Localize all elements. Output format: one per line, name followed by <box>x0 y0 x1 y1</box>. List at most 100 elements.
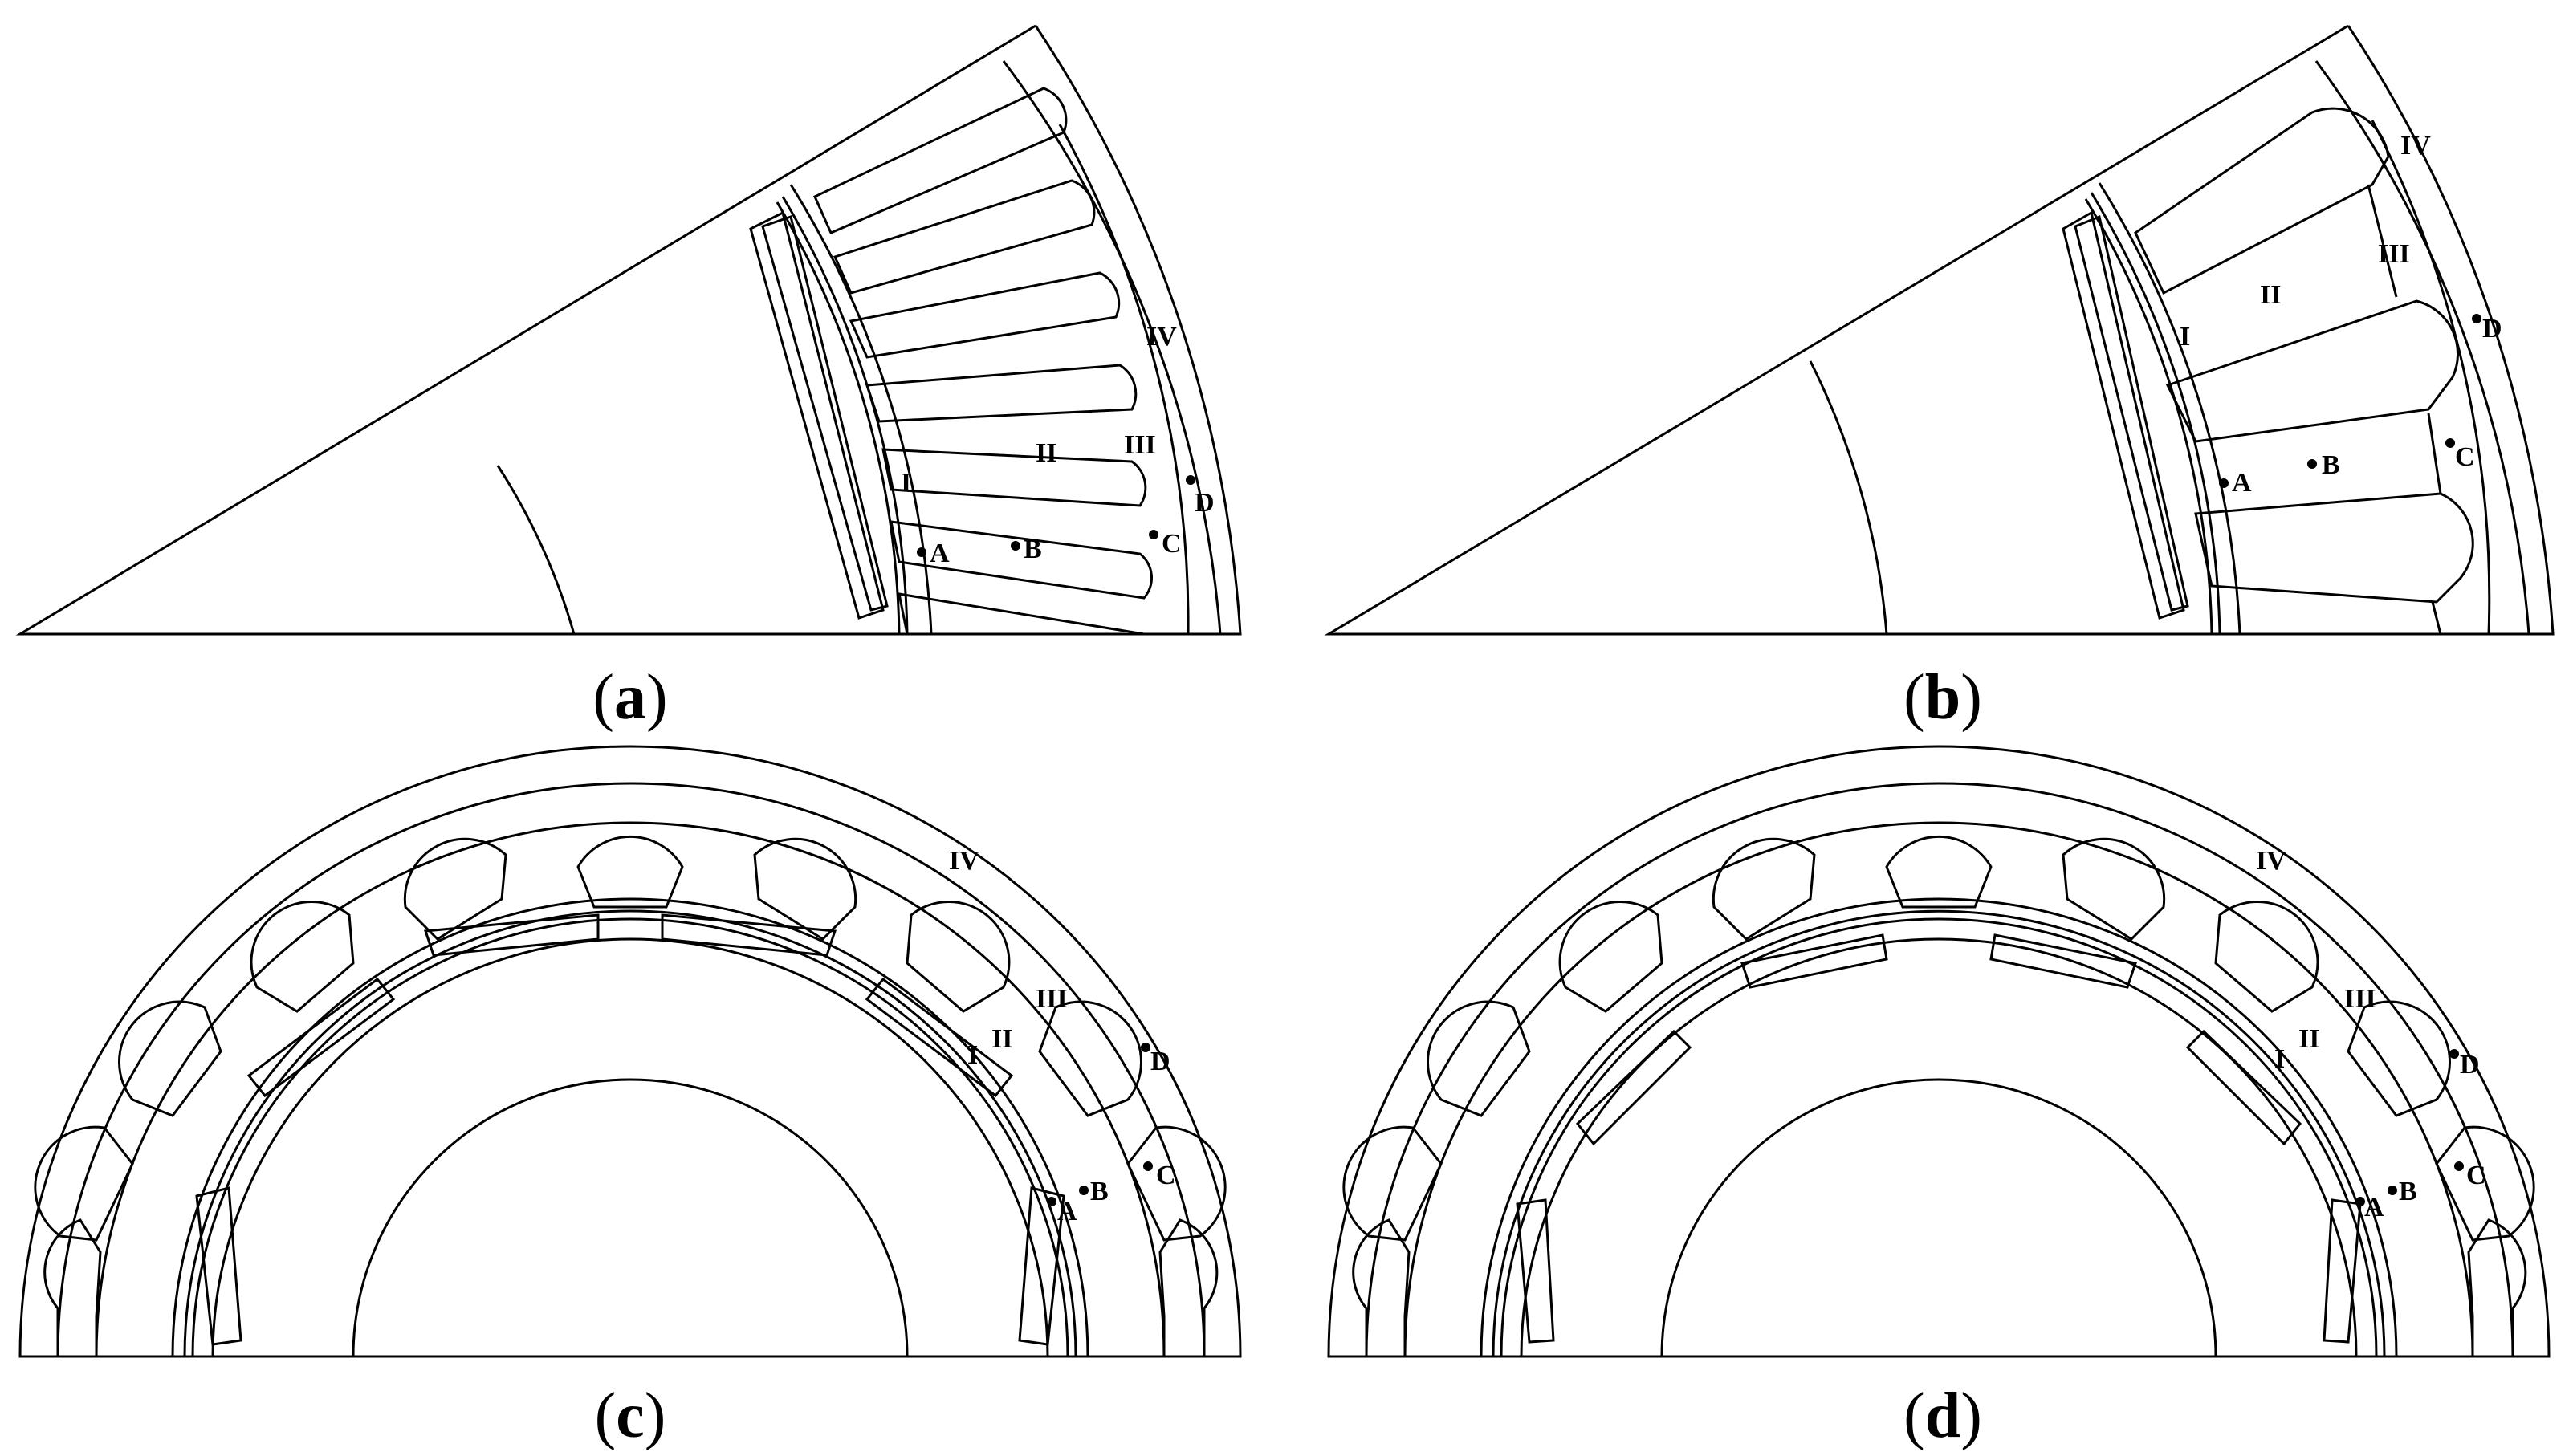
stator-arc-inner <box>2314 60 2530 635</box>
tooth <box>1158 1218 1219 1356</box>
airgap-2 <box>1500 917 2378 1357</box>
slot <box>2134 107 2390 295</box>
tooth <box>1712 837 1816 941</box>
point-label-c: C <box>2466 1161 2486 1190</box>
magnet <box>2323 1198 2362 1344</box>
tooth <box>1126 1125 1227 1242</box>
point-label-c: C <box>1162 529 1182 559</box>
tooth <box>2347 1000 2452 1117</box>
slot-tooth-line <box>2367 184 2398 298</box>
region-label-ii: II <box>2260 280 2281 310</box>
region-label-iii: III <box>2378 239 2410 269</box>
tooth <box>43 1218 102 1356</box>
shaft <box>352 1078 909 1357</box>
point-markers <box>1047 1043 1153 1206</box>
slot-tooth-line <box>2431 601 2442 635</box>
stator-arc-slot-bottom <box>2371 120 2491 635</box>
point-markers <box>2219 314 2481 488</box>
region-label-i: I <box>901 468 911 498</box>
point-label-a: A <box>2232 468 2252 498</box>
stator-arc-bore <box>2098 182 2241 635</box>
region-label-ii: II <box>2298 1024 2319 1054</box>
region-label-iv: IV <box>2400 131 2431 161</box>
tooth <box>2214 900 2319 1013</box>
teeth <box>34 835 1227 1356</box>
region-label-iii: III <box>2344 984 2376 1014</box>
rotor-outer <box>211 937 1049 1357</box>
tooth <box>34 1125 134 1242</box>
point-c-marker <box>2454 1161 2464 1171</box>
tooth <box>403 837 507 941</box>
point-label-c: C <box>1156 1161 1176 1190</box>
point-d-marker <box>2472 314 2481 323</box>
panel-a-caption: (a) <box>592 662 667 733</box>
frame-outer <box>18 745 1242 1358</box>
point-d-marker <box>2449 1049 2459 1059</box>
point-d-marker <box>1186 475 1195 485</box>
slot <box>2194 492 2474 604</box>
slot-tooth-line <box>2427 413 2442 494</box>
tooth <box>1558 900 1663 1013</box>
panel-d-caption: (d) <box>1903 1381 1982 1451</box>
panel-c-caption: (c) <box>595 1381 666 1451</box>
tooth <box>2435 1125 2535 1242</box>
stator-arc-bore <box>789 184 933 635</box>
shaft-arc <box>1809 360 1888 635</box>
point-b-marker <box>1079 1186 1089 1195</box>
airgap-2 <box>191 917 1069 1357</box>
tooth <box>2062 837 2166 941</box>
region-label-i: I <box>2180 322 2190 352</box>
panel-b <box>1324 24 2555 636</box>
stator-outer <box>56 782 1206 1357</box>
panel-a <box>15 24 1242 636</box>
tooth <box>753 837 857 941</box>
magnet <box>1516 1198 1555 1344</box>
shaft-arc <box>496 465 576 635</box>
stator-bore <box>171 897 1089 1357</box>
point-label-d: D <box>2460 1050 2480 1080</box>
tooth <box>906 900 1011 1013</box>
magnet <box>1575 1029 1692 1146</box>
point-label-b: B <box>1090 1177 1109 1206</box>
region-label-ii: II <box>991 1024 1012 1054</box>
point-label-d: D <box>2482 314 2502 344</box>
magnet <box>2185 1029 2302 1146</box>
magnet <box>423 913 600 957</box>
tooth <box>250 900 355 1013</box>
stator-arc-inner <box>1002 60 1222 635</box>
point-a-marker <box>2219 478 2229 488</box>
slot <box>849 271 1121 359</box>
panel-d <box>1327 745 2551 1358</box>
point-a-marker <box>917 547 926 557</box>
tooth <box>1426 1000 1531 1117</box>
magnet-pocket <box>761 215 889 612</box>
stator-outer <box>1365 782 2514 1357</box>
slot <box>898 592 1145 636</box>
magnet <box>195 1186 242 1346</box>
sector-outline <box>15 24 1242 636</box>
point-label-d: D <box>1195 488 1215 518</box>
stator-arc-slot-bottom <box>1058 124 1190 635</box>
region-label-iv: IV <box>1146 322 1177 352</box>
point-c-marker <box>2445 438 2455 448</box>
point-label-b: B <box>2399 1177 2417 1206</box>
point-d-marker <box>1141 1043 1150 1052</box>
point-markers <box>2355 1049 2464 1206</box>
slots <box>2134 107 2474 635</box>
tooth <box>2467 1218 2527 1356</box>
panel-a-labels: I II III IV A B C D (a) <box>592 322 1214 733</box>
airgap-arc-2 <box>2084 198 2213 635</box>
point-b-marker <box>2388 1186 2397 1195</box>
point-label-a: A <box>1057 1197 1077 1226</box>
tooth <box>1342 1125 1443 1242</box>
slot <box>865 364 1138 423</box>
region-label-i: I <box>967 1040 978 1070</box>
magnets <box>195 913 1065 1346</box>
airgap-1 <box>1492 909 2386 1357</box>
region-label-ii: II <box>1036 438 1056 468</box>
magnet <box>246 977 396 1098</box>
region-label-iii: III <box>1036 984 1068 1014</box>
magnet <box>749 210 885 620</box>
slot <box>890 520 1153 600</box>
